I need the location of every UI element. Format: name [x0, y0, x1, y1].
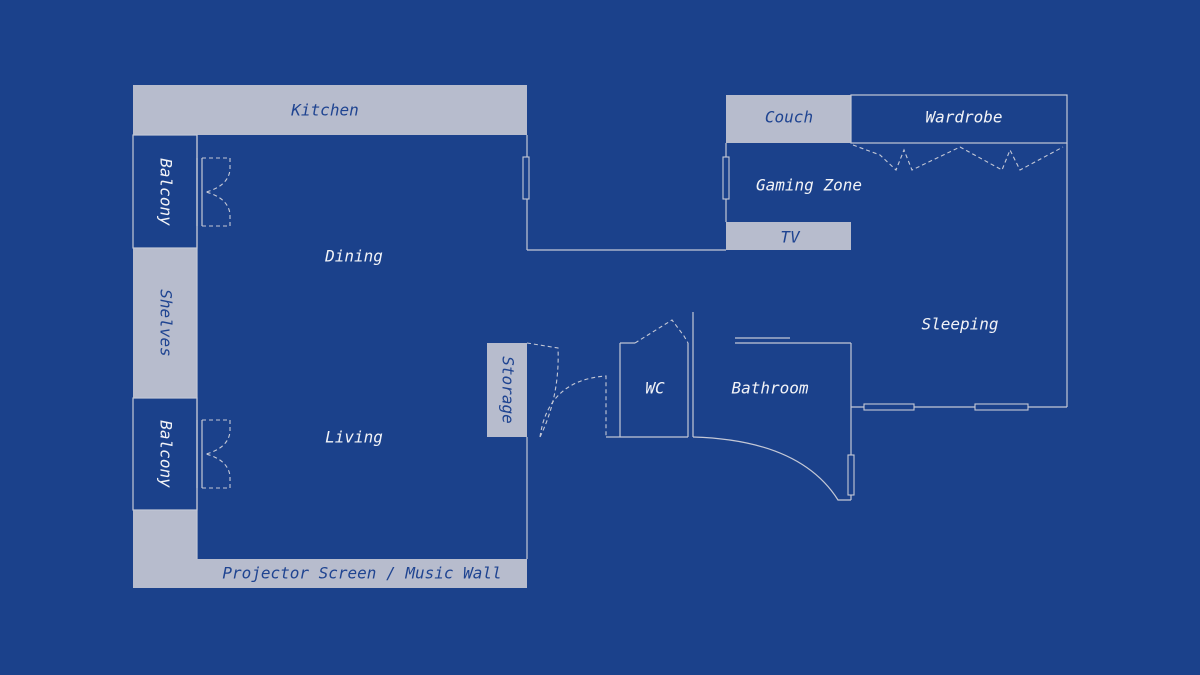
- bathroom-curved-wall: [692, 436, 851, 501]
- kitchen-label: Kitchen: [290, 101, 358, 120]
- wardrobe: [850, 94, 1068, 144]
- gaming-zone-label: Gaming Zone: [756, 176, 862, 195]
- tv-label: TV: [780, 228, 801, 247]
- dining-label: Dining: [324, 247, 383, 266]
- wardrobe-door-swings: [852, 144, 1064, 171]
- corridor-door-swing: [539, 375, 607, 438]
- shelves-label: Shelves: [157, 289, 176, 356]
- door-jamb-gaming: [722, 156, 730, 200]
- corner-block: [133, 510, 197, 588]
- balcony-top-door: [196, 157, 231, 227]
- tv-stand: [726, 222, 851, 250]
- balcony-bottom-door: [196, 419, 231, 489]
- storage-door-swing: [526, 342, 559, 438]
- balcony-top-label: Balcony: [157, 158, 176, 226]
- couch: [726, 95, 851, 143]
- window-sleeping-1: [863, 403, 915, 411]
- wc-label: WC: [645, 379, 665, 398]
- projector-wall-strip: [197, 559, 527, 588]
- balcony-bottom-label: Balcony: [157, 420, 176, 488]
- shelves-unit: [133, 248, 197, 398]
- sleeping-label: Sleeping: [921, 315, 998, 334]
- storage-label: Storage: [499, 356, 518, 423]
- living-label: Living: [325, 428, 383, 447]
- projector-wall-label: Projector Screen / Music Wall: [222, 564, 501, 583]
- wc-room: [619, 319, 689, 438]
- couch-label: Couch: [765, 108, 813, 127]
- storage-cabinet: [487, 343, 527, 437]
- door-jamb-bathroom: [847, 454, 855, 496]
- kitchen-counter: [133, 85, 527, 135]
- door-jamb-kitchen: [522, 156, 530, 200]
- bathroom-label: Bathroom: [731, 379, 808, 398]
- wardrobe-label: Wardrobe: [925, 108, 1002, 127]
- window-sleeping-2: [974, 403, 1029, 411]
